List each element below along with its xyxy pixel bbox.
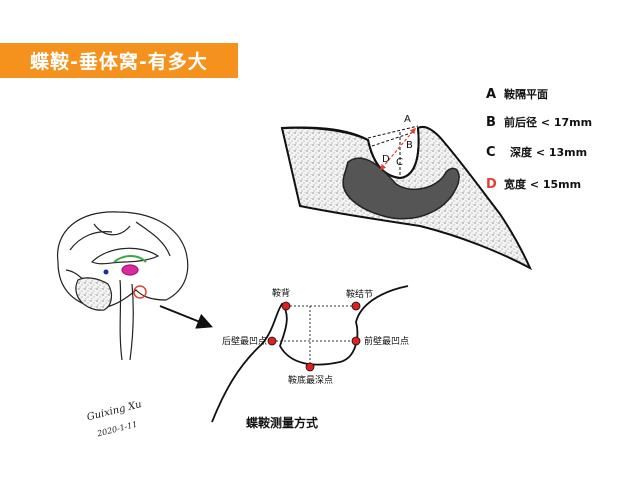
legend-item-c: C 深度 < 13mm [486, 144, 587, 160]
measure-line-d [380, 127, 416, 171]
brain-dot-blue [103, 269, 109, 275]
legend-desc-b: 前后径 < 17mm [504, 116, 593, 129]
point-posterior-wall [267, 336, 277, 346]
cerebellum [75, 277, 113, 311]
label-floor: 鞍底最深点 [288, 374, 333, 386]
label-b: B [406, 140, 413, 151]
point-tuberculum [351, 301, 361, 311]
legend-letter-d: D [486, 177, 497, 192]
signature: Guixing Xu 2020-1-11 [86, 399, 143, 439]
legend-desc-d: 宽度 < 15mm [504, 178, 582, 191]
legend-item-a: A 鞍隔平面 [486, 86, 548, 102]
page-title: 蝶鞍-垂体窝-有多大 [30, 51, 208, 73]
brain-sketch [56, 211, 189, 361]
point-anterior-wall [351, 336, 361, 346]
legend-letter-c: C [486, 145, 496, 160]
brain-gyri [65, 221, 171, 289]
label-a: A [404, 114, 411, 125]
label-posterior-wall: 后壁最凹点 [222, 335, 267, 347]
sella-outline [281, 126, 420, 180]
measure-line-a [367, 125, 419, 139]
ventricle-green [113, 255, 147, 263]
legend-item-d: D 宽度 < 15mm [486, 176, 581, 192]
sella-contour [211, 285, 409, 423]
label-anterior-wall: 前壁最凹点 [364, 335, 409, 347]
label-tuberculum: 鞍结节 [346, 288, 373, 300]
label-d: D [382, 154, 390, 165]
thalamus-magenta [121, 264, 139, 276]
signature-date: 2020-1-11 [95, 420, 138, 439]
legend-letter-b: B [486, 115, 496, 130]
brainstem [119, 279, 134, 361]
sphenoid-sinus [342, 157, 460, 220]
label-dorsum: 鞍背 [272, 287, 290, 299]
sella-cross-section: A B C D [280, 114, 533, 271]
legend-item-b: B 前后径 < 17mm [486, 114, 592, 130]
pointer-arrow [159, 305, 213, 329]
measurement-caption: 蝶鞍测量方式 [246, 415, 318, 430]
legend-desc-a: 鞍隔平面 [504, 88, 548, 101]
legend-desc-c: 深度 < 13mm [510, 146, 588, 159]
title-banner: 蝶鞍-垂体窝-有多大 [0, 43, 238, 78]
label-c: C [396, 157, 403, 168]
point-dorsum [281, 301, 291, 311]
measurement-schematic: 鞍背 鞍结节 后壁最凹点 前壁最凹点 鞍底最深点 蝶鞍测量方式 [211, 285, 409, 430]
legend-letter-a: A [486, 87, 497, 102]
pituitary-marker [133, 285, 147, 299]
point-floor [305, 362, 315, 372]
